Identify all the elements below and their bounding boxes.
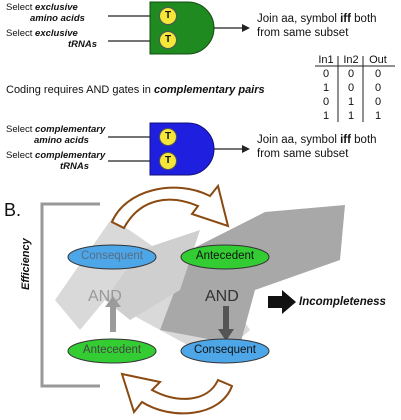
incompleteness-label: Incompleteness bbox=[299, 296, 386, 308]
gate2-output-line2: from same subset bbox=[257, 148, 349, 160]
table-cell: 0 bbox=[374, 96, 382, 108]
text-complementary: complementary bbox=[35, 124, 106, 135]
oval-antecedent-bottom bbox=[67, 338, 157, 364]
truth-table-lines bbox=[315, 56, 395, 122]
efficiency-bracket bbox=[40, 202, 100, 388]
gate2-t2-marker: T bbox=[159, 152, 177, 170]
and-left-text: AND bbox=[88, 288, 122, 305]
incompleteness-arrow bbox=[268, 290, 296, 314]
dark-band bbox=[160, 205, 345, 345]
and-gate-bottom bbox=[108, 122, 250, 176]
antecedent-bottom-text: Antecedent bbox=[82, 344, 142, 356]
gate1-output-line2: from same subset bbox=[257, 27, 349, 39]
table-cell: 0 bbox=[374, 82, 382, 94]
top-curved-arrow bbox=[110, 183, 230, 230]
table-cell: 1 bbox=[322, 110, 330, 122]
text-select: Select bbox=[6, 28, 33, 39]
text-select: Select bbox=[6, 2, 33, 13]
table-cell: 1 bbox=[347, 110, 355, 122]
consequent-bottom-text: Consequent bbox=[193, 344, 257, 356]
text-amino-acids: amino acids bbox=[34, 135, 89, 146]
middle-text-emph: complementary pairs bbox=[153, 84, 265, 96]
antecedent-top-text: Antecedent bbox=[195, 250, 255, 262]
middle-text-plain: Coding requires AND gates in bbox=[6, 84, 151, 96]
efficiency-label: Efficiency bbox=[20, 238, 32, 290]
text-select: Select bbox=[6, 150, 33, 161]
table-header-out: Out bbox=[369, 54, 387, 66]
oval-antecedent-top bbox=[180, 244, 270, 270]
text-exclusive: exclusive bbox=[35, 2, 78, 13]
table-header-in1: In1 bbox=[318, 54, 334, 66]
table-cell: 1 bbox=[322, 82, 330, 94]
text-amino-acids: amino acids bbox=[30, 13, 85, 24]
right-down-arrow bbox=[218, 306, 234, 341]
middle-text: Coding requires AND gates in complementa… bbox=[6, 84, 265, 96]
consequent-top-text: Consequent bbox=[80, 250, 144, 262]
gate1-t2-marker: T bbox=[159, 31, 177, 49]
table-cell: 0 bbox=[347, 68, 355, 80]
oval-consequent-top bbox=[67, 244, 157, 270]
and-right-text: AND bbox=[205, 288, 239, 305]
gate2-t1-marker: T bbox=[159, 128, 177, 146]
gate2-output-line1: Join aa, symbol iff both bbox=[257, 134, 377, 146]
gate2-input2-label: Select complementary tRNAs bbox=[6, 150, 105, 172]
left-up-arrow bbox=[105, 296, 121, 332]
gate1-input1-label: Select exclusive amino acids bbox=[6, 2, 85, 24]
gate1-output-line1: Join aa, symbol iff both bbox=[257, 13, 377, 25]
oval-consequent-bottom bbox=[180, 338, 270, 364]
text-trnas: tRNAs bbox=[60, 161, 90, 172]
text-complementary: complementary bbox=[35, 150, 106, 161]
table-cell: 1 bbox=[347, 96, 355, 108]
text-exclusive: exclusive bbox=[35, 28, 78, 39]
and-gate-top bbox=[108, 1, 250, 55]
gate1-t1-marker: T bbox=[159, 7, 177, 25]
gate2-input1-label: Select complementary amino acids bbox=[6, 124, 105, 146]
text-select: Select bbox=[6, 124, 33, 135]
panel-b-label: B. bbox=[4, 200, 22, 220]
table-cell: 0 bbox=[347, 82, 355, 94]
table-cell: 0 bbox=[322, 68, 330, 80]
table-header-in2: In2 bbox=[343, 54, 359, 66]
gate1-input2-label: Select exclusive tRNAs bbox=[6, 28, 97, 50]
table-cell: 1 bbox=[374, 110, 382, 122]
table-cell: 0 bbox=[374, 68, 382, 80]
bottom-curved-arrow bbox=[120, 372, 234, 415]
text-trnas: tRNAs bbox=[68, 39, 98, 50]
table-cell: 0 bbox=[322, 96, 330, 108]
